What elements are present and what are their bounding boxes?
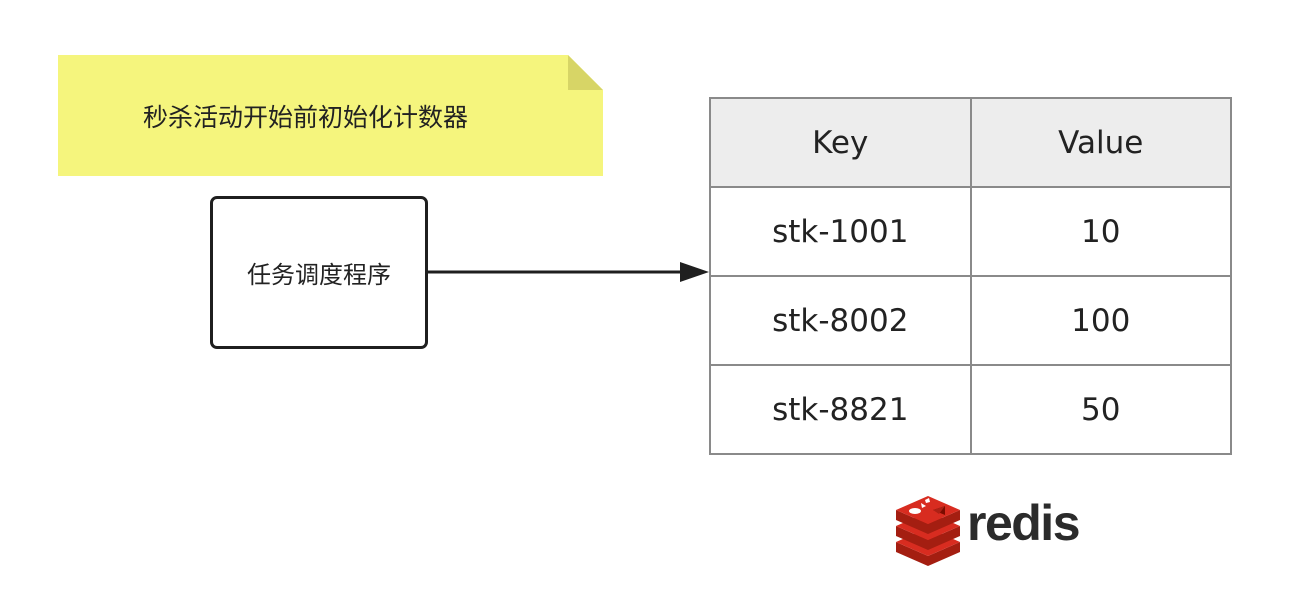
table-row: stk-8821 50	[709, 364, 1232, 455]
sticky-note-text: 秒杀活动开始前初始化计数器	[142, 102, 468, 132]
table-cell-value: 50	[969, 364, 1232, 455]
table-cell-key: stk-1001	[709, 186, 972, 277]
scheduler-process-label: 任务调度程序	[247, 261, 391, 289]
sticky-note-shape	[58, 55, 603, 176]
table-row: stk-1001 10	[709, 186, 1232, 277]
table-header-row: Key Value	[709, 97, 1232, 188]
table-cell-key: stk-8821	[709, 364, 972, 455]
sticky-note: 秒杀活动开始前初始化计数器	[58, 55, 603, 176]
redis-wordmark: redis	[967, 495, 1081, 551]
redis-kv-table: Key Value stk-1001 10 stk-8002 100 stk-8…	[709, 97, 1232, 455]
flow-arrow	[426, 262, 709, 282]
table-row: stk-8002 100	[709, 275, 1232, 366]
redis-logo: redis	[893, 490, 1081, 570]
table-header-value: Value	[969, 97, 1232, 188]
table-header-key: Key	[709, 97, 972, 188]
table-cell-value: 10	[969, 186, 1232, 277]
table-cell-key: stk-8002	[709, 275, 972, 366]
redis-cube-icon	[896, 496, 960, 566]
table-cell-value: 100	[969, 275, 1232, 366]
scheduler-process-box: 任务调度程序	[210, 196, 428, 349]
